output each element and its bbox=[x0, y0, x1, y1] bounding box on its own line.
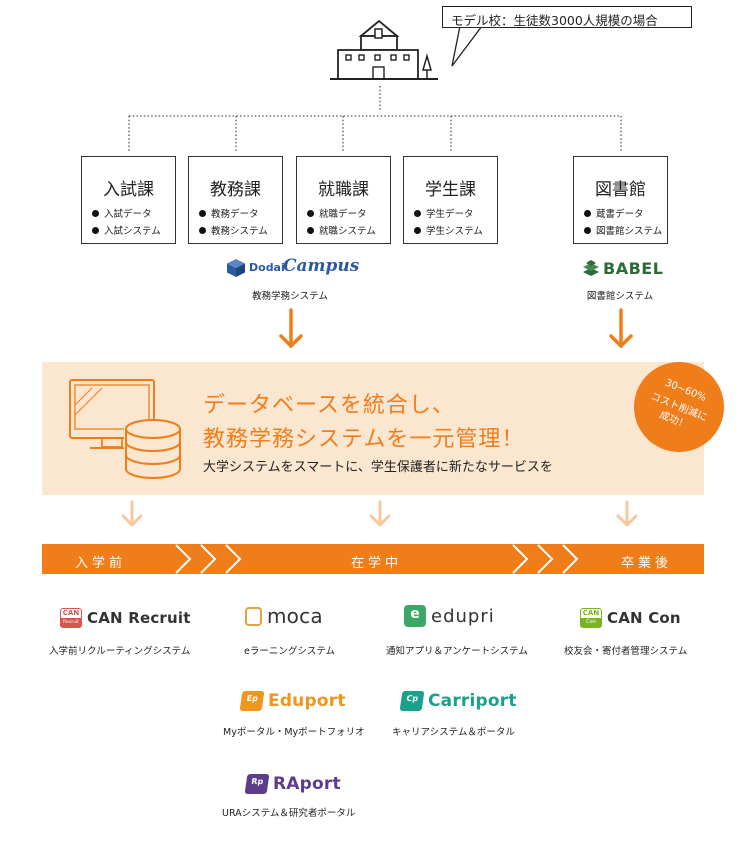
carriport-caption: キャリアシステム＆ポータル bbox=[392, 727, 515, 738]
timeline-stage-during: 在学中 bbox=[351, 556, 403, 571]
campus-text: Campus bbox=[283, 256, 360, 276]
dept-item: 入試システム bbox=[92, 223, 161, 237]
dept-box-library: 図書館 蔵書データ 図書館システム bbox=[573, 156, 668, 244]
campus-caption: 教務学務システム bbox=[252, 291, 328, 302]
dept-box-student-affairs: 学生課 学生データ 学生システム bbox=[403, 156, 498, 244]
timeline-chevrons bbox=[175, 544, 579, 574]
eduport-caption: Myポータル・Myポートフォリオ bbox=[223, 727, 365, 738]
can-con-caption: 校友会・寄付者管理システム bbox=[564, 646, 688, 657]
dept-title: 教務課 bbox=[210, 180, 261, 200]
can-recruit-badge-icon: CAN Recruit bbox=[60, 608, 82, 628]
babel-text: BABEL bbox=[603, 259, 664, 278]
school-building-icon bbox=[330, 19, 438, 80]
babel-caption: 図書館システム bbox=[586, 291, 654, 302]
dept-item: 就職データ bbox=[307, 206, 367, 220]
moca-caption: eラーニングシステム bbox=[244, 646, 336, 657]
computer-database-icon bbox=[69, 379, 182, 479]
dept-item: 教務システム bbox=[199, 223, 268, 237]
can-con-name: CAN Con bbox=[607, 609, 681, 627]
down-arrow-icon bbox=[279, 308, 303, 348]
dept-item: 教務データ bbox=[199, 206, 259, 220]
org-connector-lines bbox=[128, 86, 622, 152]
eduport-icon: Ep bbox=[239, 691, 265, 711]
down-arrow-icon bbox=[609, 308, 633, 348]
can-con-logo: CAN Con CAN Con bbox=[580, 607, 681, 629]
dodai-text: Dodai bbox=[249, 261, 285, 274]
down-arrow-light-icon bbox=[369, 500, 391, 527]
can-recruit-logo: CAN Recruit CAN Recruit bbox=[60, 607, 191, 629]
raport-icon: Rp bbox=[244, 774, 270, 794]
dept-item: 学生データ bbox=[414, 206, 474, 220]
can-con-badge-icon: CAN Con bbox=[580, 608, 602, 628]
dept-item: 図書館システム bbox=[584, 223, 662, 237]
book-stack-icon bbox=[583, 260, 599, 276]
dept-item: 学生システム bbox=[414, 223, 483, 237]
dept-box-admissions: 入試課 入試データ 入試システム bbox=[81, 156, 176, 244]
dept-title: 入試課 bbox=[103, 180, 154, 200]
dept-box-career: 就職課 就職データ 就職システム bbox=[296, 156, 391, 244]
edupri-icon: e bbox=[404, 605, 426, 627]
carriport-name: Carriport bbox=[428, 691, 517, 711]
banner-subline: 大学システムをスマートに、学生保護者に新たなサービスを bbox=[203, 460, 553, 475]
edupri-caption: 通知アプリ＆アンケートシステム bbox=[386, 646, 528, 657]
timeline-stage-before: 入学前 bbox=[75, 556, 127, 571]
moca-name: moca bbox=[267, 604, 323, 628]
raport-caption: URAシステム＆研究者ポータル bbox=[222, 808, 356, 819]
dept-title: 図書館 bbox=[595, 180, 646, 200]
carriport-logo: Cp Carriport bbox=[399, 690, 517, 712]
callout-text: モデル校：生徒数3000人規模の場合 bbox=[451, 13, 658, 28]
timeline-bar bbox=[42, 544, 704, 574]
dept-title: 学生課 bbox=[425, 180, 476, 200]
timeline-stage-after: 卒業後 bbox=[621, 556, 673, 571]
dept-item: 蔵書データ bbox=[584, 206, 644, 220]
callout-box: モデル校：生徒数3000人規模の場合 bbox=[442, 6, 692, 28]
cube-icon bbox=[227, 259, 245, 277]
eduport-logo: Ep Eduport bbox=[239, 690, 346, 712]
dept-box-academic: 教務課 教務データ 教務システム bbox=[188, 156, 283, 244]
moca-icon bbox=[245, 606, 262, 626]
dept-item: 就職システム bbox=[307, 223, 376, 237]
eduport-name: Eduport bbox=[268, 691, 346, 711]
can-recruit-name: CAN Recruit bbox=[87, 609, 191, 627]
raport-name: RAport bbox=[273, 774, 341, 794]
moca-logo: moca bbox=[245, 604, 323, 628]
cost-reduction-badge: 30~60% コスト削減に 成功！ bbox=[634, 362, 724, 452]
dept-title: 就職課 bbox=[318, 180, 369, 200]
dept-item: 入試データ bbox=[92, 206, 152, 220]
banner-headline-line2: 教務学務システムを一元管理！ bbox=[203, 427, 525, 452]
banner-headline-line1: データベースを統合し、 bbox=[203, 393, 455, 418]
edupri-name: edupri bbox=[431, 605, 495, 627]
down-arrow-light-icon bbox=[121, 500, 143, 527]
edupri-logo: e edupri bbox=[404, 605, 495, 627]
down-arrow-light-icon bbox=[616, 500, 638, 527]
can-recruit-caption: 入学前リクルーティングシステム bbox=[49, 646, 191, 657]
raport-logo: Rp RAport bbox=[244, 773, 341, 795]
carriport-icon: Cp bbox=[399, 691, 425, 711]
